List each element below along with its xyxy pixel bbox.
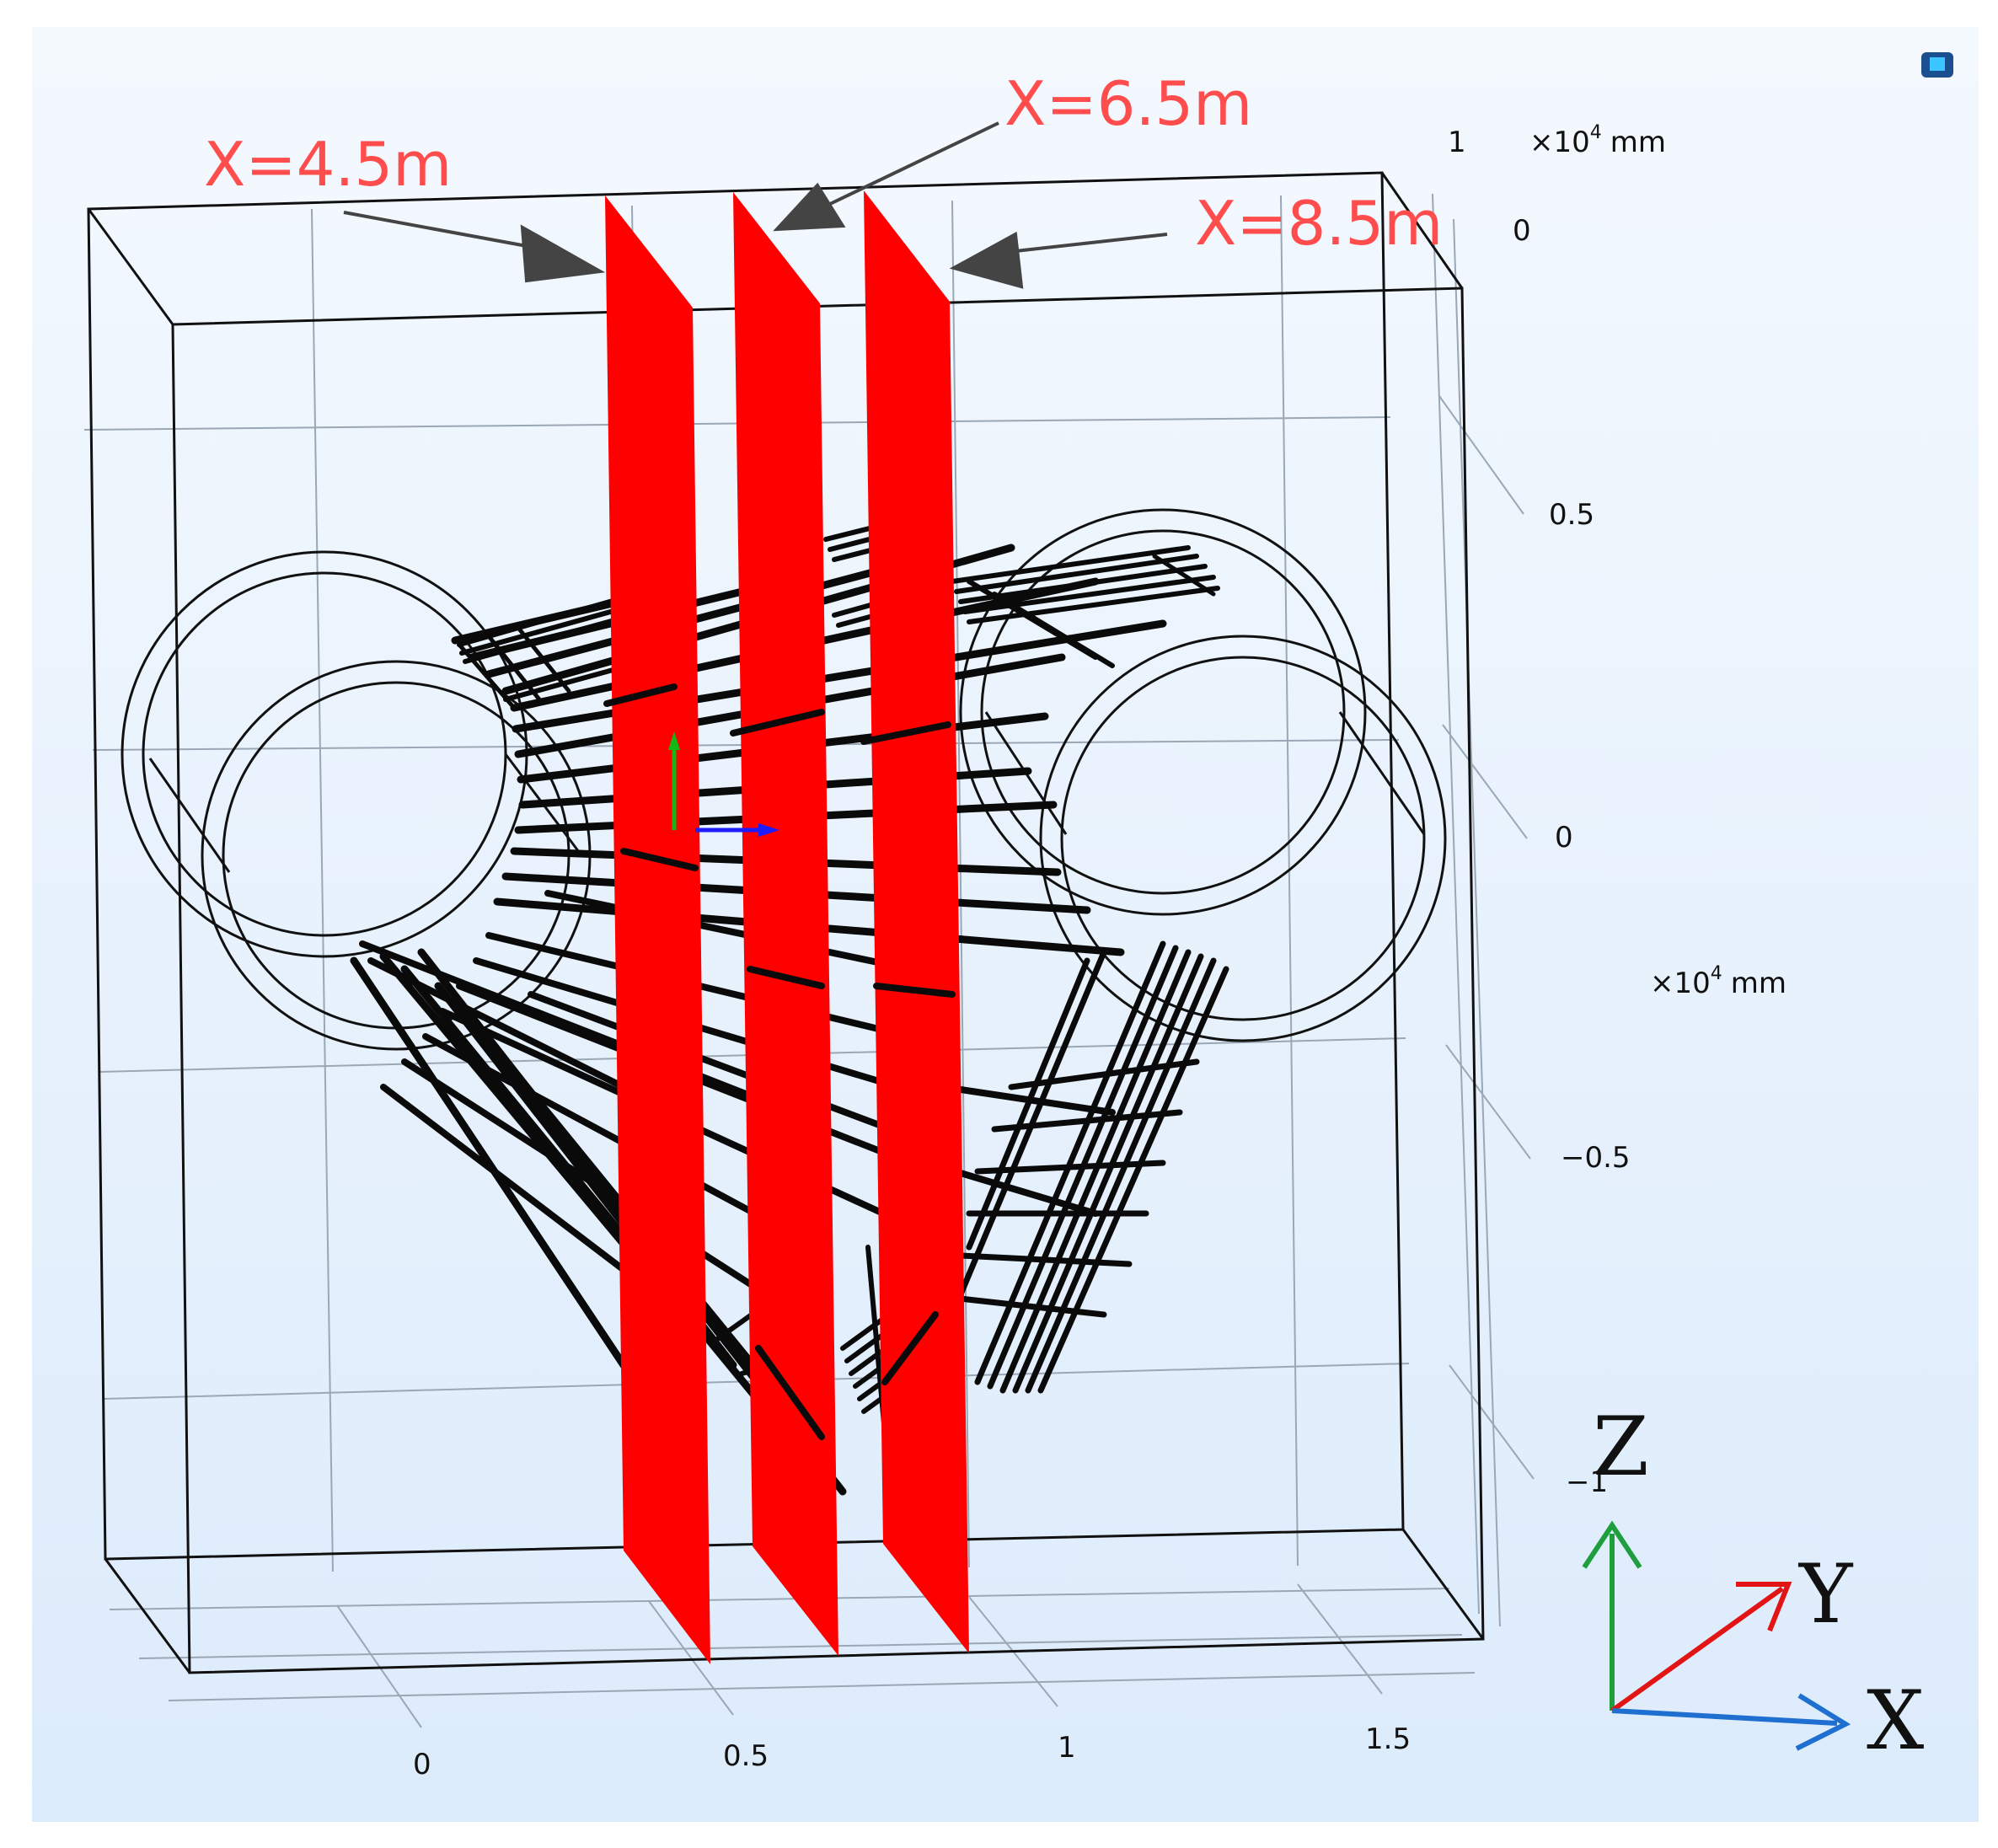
unit-mm: mm: [1731, 967, 1786, 1000]
z-tick-top-1: 1: [1448, 126, 1466, 159]
unit-exponent: 4: [1711, 963, 1722, 984]
triad-label-z: Z: [1593, 1400, 1649, 1494]
unit-label-side: ×104 mm: [1650, 963, 1786, 1000]
triad-label-x: X: [1867, 1674, 1924, 1768]
x-tick-1: 1: [1058, 1731, 1076, 1765]
background-grid: [83, 193, 1535, 1728]
cut-plane-x-6.5: [733, 192, 838, 1656]
callout-label-x-4.5: X=4.5m: [204, 129, 452, 200]
view-cube-icon[interactable]: [1921, 52, 1953, 78]
triad-label-y: Y: [1797, 1547, 1854, 1642]
cut-planes: [605, 190, 969, 1664]
z-tick-0: 0: [1555, 821, 1573, 854]
box-wireframe: [87, 171, 1485, 1674]
arrow-x-6.5: [773, 182, 846, 232]
z-tick-top-0: 0: [1513, 214, 1531, 248]
x-tick-1.5: 1.5: [1365, 1722, 1411, 1756]
arrow-x-8.5: [949, 231, 1024, 289]
local-axes-icon: [668, 731, 779, 837]
x-tick-0: 0: [413, 1748, 431, 1781]
cut-plane-x-8.5: [864, 190, 969, 1653]
callout-arrows: [343, 121, 1168, 289]
z-tick-neg-0.5: −0.5: [1561, 1141, 1631, 1175]
cut-plane-x-4.5: [605, 196, 710, 1664]
arrow-x-4.5: [520, 224, 606, 283]
unit-prefix: ×10: [1650, 967, 1711, 1000]
x-axis-ticks: 0 0.5 1 1.5: [413, 1722, 1411, 1781]
unit-prefix: ×10: [1529, 126, 1590, 159]
x-tick-0.5: 0.5: [723, 1739, 769, 1773]
anchor-bolts-foreground: [603, 683, 956, 1440]
unit-label-top: ×104 mm: [1529, 122, 1666, 159]
unit-mm: mm: [1610, 126, 1666, 159]
viewport-background: [32, 27, 1979, 1822]
callout-label-x-6.5: X=6.5m: [1004, 68, 1252, 139]
z-tick-neg-1: −1: [1566, 1465, 1608, 1499]
unit-exponent: 4: [1590, 122, 1602, 143]
z-axis-ticks: 1 0 0.5 0 −0.5 −1: [1448, 126, 1631, 1499]
coordinate-triad-icon: [1582, 1520, 1851, 1751]
callout-label-x-8.5: X=8.5m: [1195, 188, 1443, 259]
z-tick-0.5: 0.5: [1549, 498, 1594, 532]
